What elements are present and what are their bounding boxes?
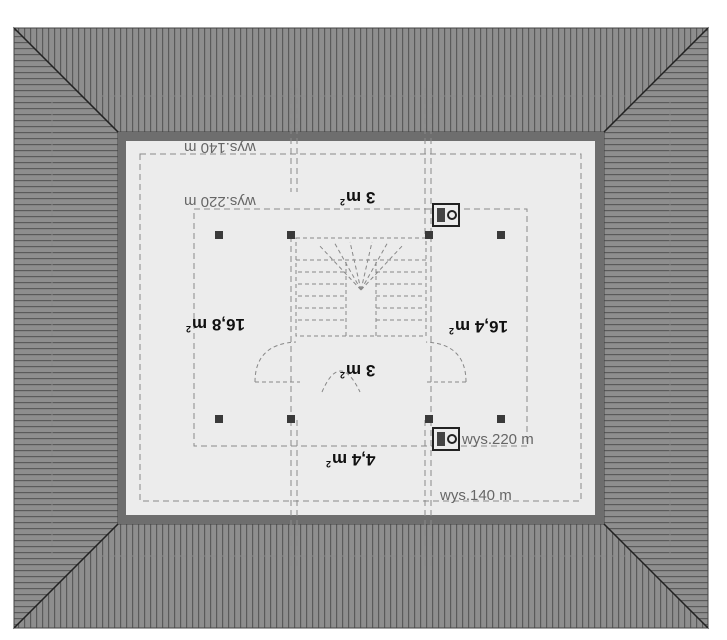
- roof-slope-bottom: [12, 523, 710, 629]
- roof-slope-left: [13, 26, 119, 630]
- room-area-bottom-room: 4,4 m2: [326, 450, 376, 469]
- height-label-top-220: wys.220 m: [184, 193, 256, 210]
- height-label-right-220: wys.220 m: [462, 431, 534, 448]
- roof-slope-right: [603, 26, 709, 630]
- posts: [215, 231, 505, 423]
- room-area-landing: 3 m2: [340, 361, 376, 380]
- chimney-bottom: [432, 427, 460, 451]
- roof-slope-top: [12, 27, 710, 133]
- room-area-left-room: 16,8 m2: [186, 315, 245, 334]
- room-area-right-room: 16,4 m2: [449, 317, 508, 336]
- height-label-top-140: wys.140 m: [184, 139, 256, 156]
- chimney-top: [432, 203, 460, 227]
- room-area-top-hall: 3 m2: [340, 188, 376, 207]
- floor-area: [126, 141, 595, 515]
- line-220: [193, 208, 528, 447]
- line-140: [139, 153, 582, 502]
- height-label-bottom-140: wys.140 m: [440, 487, 512, 504]
- staircase: [254, 237, 467, 393]
